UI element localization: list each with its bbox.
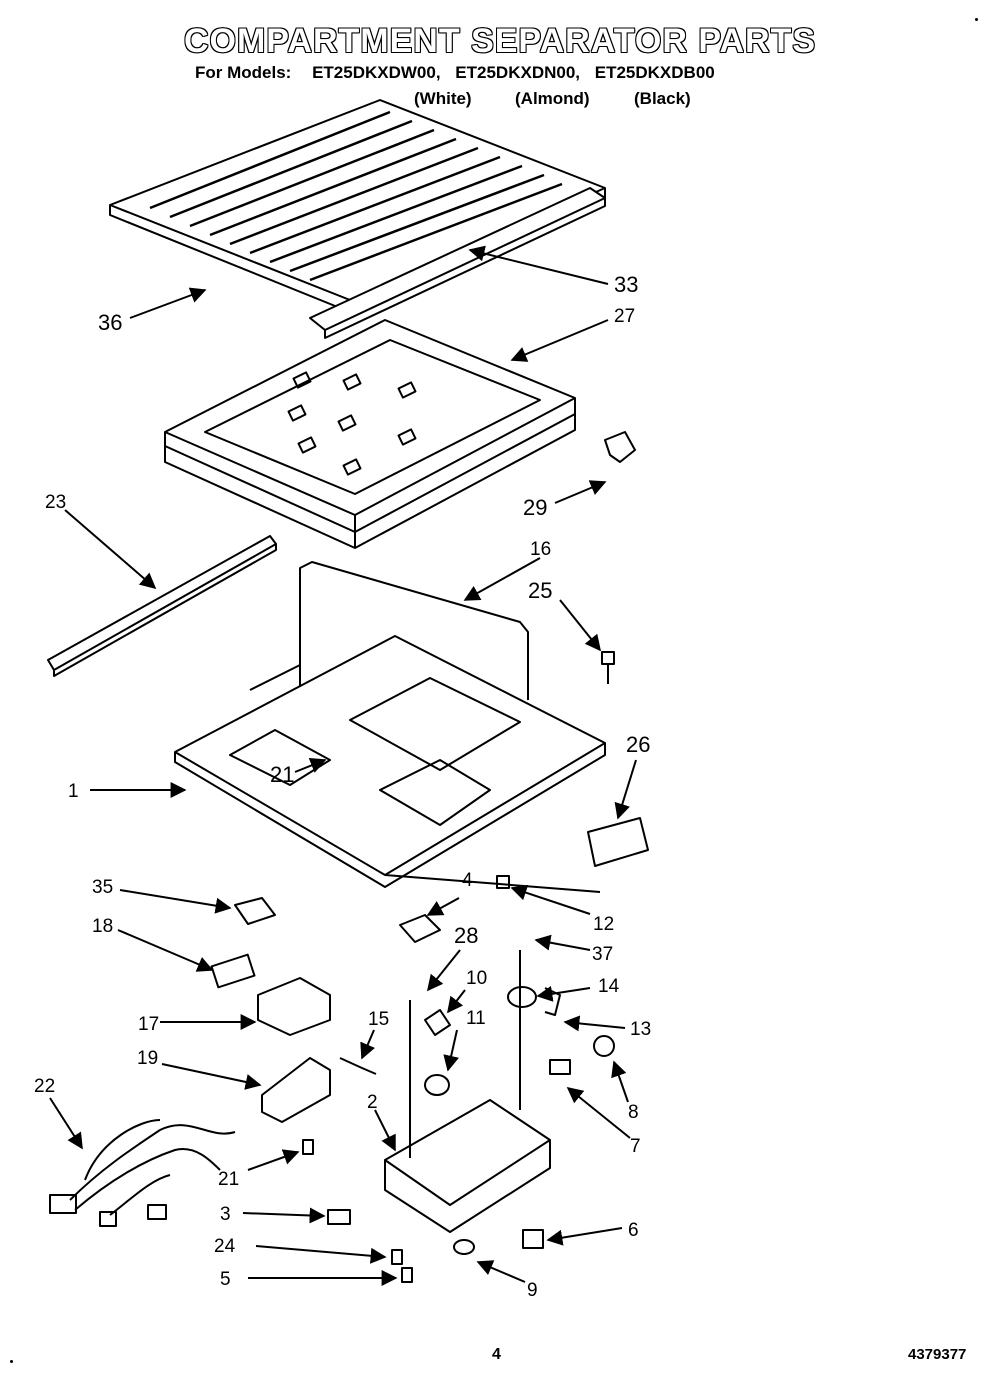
- shelf-trim-part: [309, 187, 606, 339]
- glass-shelf-part: [109, 99, 606, 313]
- control-housing-base-part: [384, 950, 551, 1233]
- callout-28: 28: [454, 923, 478, 948]
- callout-37: 37: [592, 944, 613, 965]
- callout-11: 11: [466, 1008, 486, 1029]
- control-panel-part: [261, 1057, 331, 1123]
- callout-16: 16: [530, 539, 551, 560]
- models-label: For Models:: [195, 63, 292, 82]
- callout-21-upper: 21: [270, 762, 294, 787]
- callout-3: 3: [220, 1204, 231, 1225]
- screw-part: [302, 1139, 314, 1155]
- bushing-part: [453, 1239, 475, 1255]
- callout-13: 13: [630, 1019, 651, 1040]
- screw-part: [601, 651, 615, 684]
- callout-numbers: 36 33 27 29 23 16 25 26 1 21 35 18 17 19…: [34, 272, 651, 1301]
- callout-36: 36: [98, 310, 122, 335]
- bracket-part: [234, 897, 276, 925]
- scan-speck: [10, 1360, 13, 1363]
- callout-4: 4: [462, 870, 473, 891]
- clip-part: [604, 431, 636, 463]
- switch-part: [424, 1009, 451, 1036]
- callout-12: 12: [593, 914, 614, 935]
- callout-29: 29: [523, 495, 547, 520]
- color-almond: (Almond): [515, 89, 590, 108]
- callout-26: 26: [626, 732, 650, 757]
- separator-base-part: [174, 635, 606, 893]
- model-almond: ET25DKXDN00,: [455, 63, 581, 82]
- screw-part: [391, 1249, 403, 1265]
- callout-24: 24: [214, 1236, 236, 1257]
- scan-speck: [975, 18, 978, 21]
- wiring-harness-part: [49, 1119, 236, 1227]
- callout-9: 9: [527, 1280, 538, 1301]
- callout-22: 22: [34, 1076, 55, 1097]
- model-black: ET25DKXDB00: [594, 63, 715, 82]
- link-part: [549, 1059, 571, 1075]
- callout-18: 18: [92, 916, 113, 937]
- callout-19: 19: [137, 1048, 158, 1069]
- light-lens-part: [210, 953, 256, 989]
- callout-8: 8: [628, 1102, 639, 1123]
- diagram-title: COMPARTMENT SEPARATOR PARTS: [183, 22, 817, 60]
- callout-15: 15: [368, 1009, 389, 1030]
- motor-part: [424, 1074, 450, 1096]
- screw-part: [401, 1267, 413, 1283]
- cap-part: [327, 1209, 351, 1225]
- callout-1: 1: [68, 781, 79, 802]
- separator-frame-part: [164, 319, 576, 549]
- knob-part: [522, 1229, 544, 1249]
- cover-part: [587, 817, 649, 867]
- screw-part: [496, 875, 510, 889]
- color-white: (White): [414, 89, 472, 108]
- callout-23: 23: [45, 492, 66, 513]
- callout-7: 7: [630, 1136, 641, 1157]
- damper-part: [399, 914, 441, 943]
- callout-2: 2: [367, 1092, 378, 1113]
- callout-6: 6: [628, 1220, 639, 1241]
- model-white: ET25DKXDW00,: [312, 63, 441, 82]
- callout-33: 33: [614, 272, 638, 297]
- tube-part: [299, 561, 529, 700]
- callout-17: 17: [138, 1014, 159, 1035]
- callout-5: 5: [220, 1269, 231, 1290]
- gear-part: [507, 986, 537, 1008]
- grommet-part: [593, 1035, 615, 1057]
- document-number: 4379377: [908, 1346, 967, 1363]
- callout-35: 35: [92, 877, 113, 898]
- tube-part: [339, 1057, 377, 1075]
- callout-27: 27: [614, 306, 635, 327]
- page-number: 4: [492, 1346, 501, 1363]
- model-list: For Models: ET25DKXDW00, ET25DKXDN00, ET…: [195, 63, 725, 83]
- callout-10: 10: [466, 968, 487, 989]
- callout-25: 25: [528, 578, 552, 603]
- trim-strip-part: [47, 535, 277, 677]
- control-housing-part: [257, 977, 331, 1036]
- callout-14: 14: [598, 976, 620, 997]
- callout-21-lower: 21: [218, 1169, 239, 1190]
- color-black: (Black): [634, 89, 691, 108]
- leader-lines: [49, 245, 637, 1286]
